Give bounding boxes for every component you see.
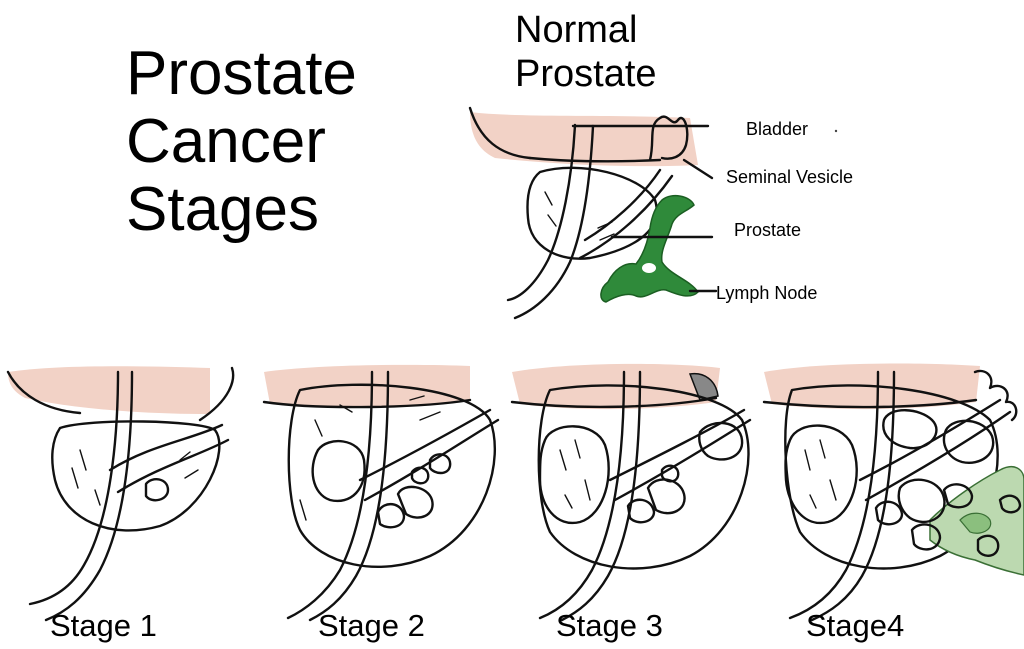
stage-4-tumor-3	[944, 421, 993, 463]
stage-3-tumor-1	[540, 426, 609, 523]
prostate-label: Prostate	[734, 220, 801, 240]
stage-4-label: Stage4	[806, 608, 904, 644]
seminal-vesicle-label: Seminal Vesicle	[726, 167, 853, 187]
stage-3-diagram	[512, 364, 750, 620]
stage-4-tumor-4	[876, 502, 902, 525]
bladder-label: Bladder	[746, 119, 808, 139]
stage-1-diagram	[8, 366, 233, 620]
stage-3-tumor-2	[628, 500, 654, 523]
stage-2-tumor-5	[412, 468, 428, 484]
lymph-node-label: Lymph Node	[716, 283, 817, 303]
stage-2-diagram	[264, 365, 498, 620]
seminal-vesicle-leader-line	[684, 160, 712, 178]
stage-3-tumor-5	[699, 423, 742, 460]
normal-prostate-shape	[528, 168, 657, 259]
stage-2-label: Stage 2	[318, 608, 425, 644]
stage-2-tumor-2	[378, 504, 404, 527]
lymph-node-shape	[601, 196, 698, 302]
stage-1-tumor	[146, 479, 168, 500]
stage-2-tumor-1	[313, 441, 365, 501]
stage-4-diagram	[764, 364, 1024, 620]
stage-4-tumor-1	[785, 426, 856, 523]
stage-3-label: Stage 3	[556, 608, 663, 644]
stage-1-label: Stage 1	[50, 608, 157, 644]
